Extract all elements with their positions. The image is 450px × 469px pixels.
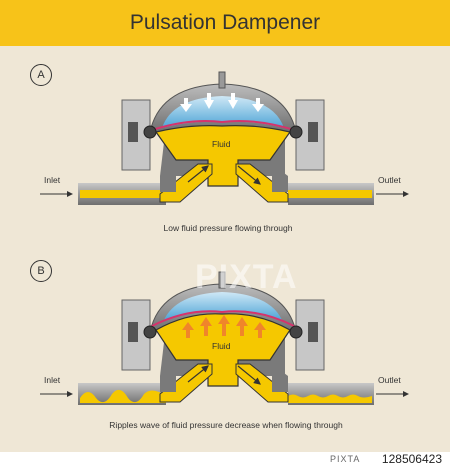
outlet-fluid bbox=[288, 190, 372, 198]
diagram-b bbox=[40, 271, 409, 405]
flow-arrow-out bbox=[237, 165, 261, 185]
left-hinge bbox=[143, 125, 157, 139]
outlet-channel bbox=[235, 363, 289, 403]
diagram-a-caption: Low fluid pressure flowing through bbox=[163, 223, 293, 233]
valve-stem bbox=[218, 271, 226, 289]
footer-bar bbox=[0, 452, 450, 469]
diagram-b-caption: Ripples wave of fluid pressure decrease … bbox=[109, 420, 343, 430]
diagram-b-inlet-label: Inlet bbox=[44, 375, 61, 385]
diagram-b-outlet-label: Outlet bbox=[378, 375, 401, 385]
diagram-a-fluid-label: Fluid bbox=[212, 139, 231, 149]
diagram-a-inlet-label: Inlet bbox=[44, 175, 61, 185]
right-bolt bbox=[308, 122, 318, 142]
watermark: PIXTA bbox=[195, 258, 298, 296]
page-title: Pulsation Dampener bbox=[129, 11, 321, 34]
diagram-a bbox=[40, 71, 409, 205]
flow-arrow-out bbox=[237, 365, 261, 385]
valve-stem bbox=[218, 71, 226, 89]
diagram-panel: A Inlet Outlet Fluid Low fluid pressure … bbox=[0, 46, 450, 452]
left-bolt bbox=[128, 322, 138, 342]
outlet-wave-fluid bbox=[288, 394, 372, 403]
left-bolt bbox=[128, 122, 138, 142]
diaphragm bbox=[151, 120, 295, 131]
flow-arrow-in bbox=[187, 365, 209, 383]
stock-logo: PIXTA bbox=[330, 454, 361, 464]
header-bar: Pulsation Dampener bbox=[0, 0, 450, 46]
diagram-a-marker: A bbox=[30, 64, 52, 86]
right-hinge bbox=[289, 125, 303, 139]
diagram-b-fluid-label: Fluid bbox=[212, 341, 231, 351]
fluid-chamber bbox=[154, 125, 292, 187]
flow-arrow-in bbox=[187, 165, 209, 183]
pulsation-dampener-figure bbox=[40, 71, 409, 405]
right-bolt bbox=[308, 322, 318, 342]
fluid-pressure-arrows bbox=[182, 315, 266, 338]
diagram-b-marker: B bbox=[30, 260, 52, 282]
inlet-wave-fluid bbox=[80, 389, 166, 403]
air-pressure-arrows bbox=[180, 93, 264, 112]
right-hinge bbox=[289, 325, 303, 339]
left-hinge bbox=[143, 325, 157, 339]
inlet-fluid bbox=[80, 190, 166, 198]
diaphragm bbox=[151, 310, 295, 327]
diagram-a-outlet-label: Outlet bbox=[378, 175, 401, 185]
outlet-channel bbox=[235, 163, 289, 203]
stock-id: 128506423 bbox=[381, 452, 442, 466]
